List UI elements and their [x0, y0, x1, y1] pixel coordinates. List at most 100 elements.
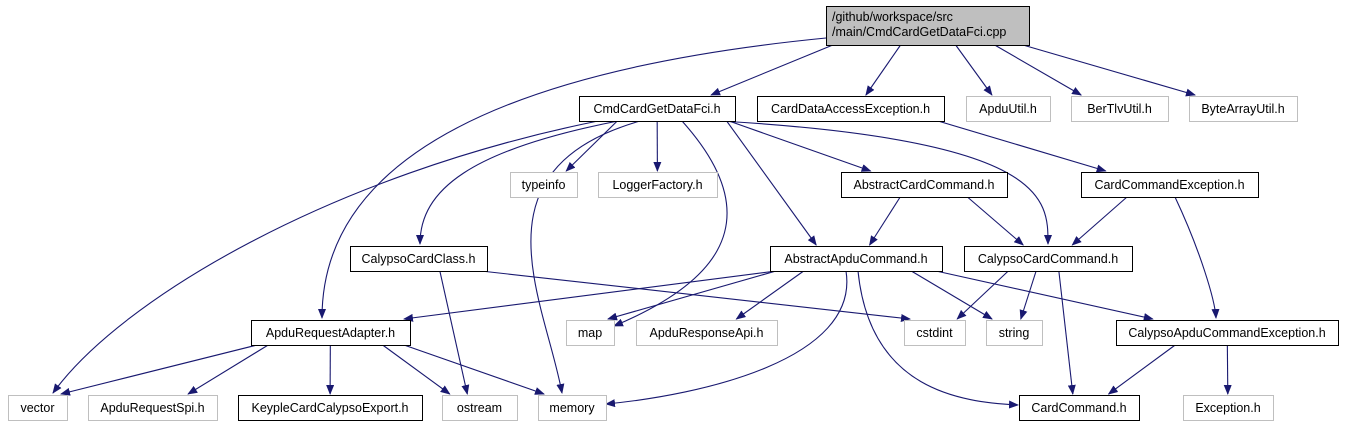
node-label: memory — [549, 401, 595, 415]
edge-root-to-cmdcardgetdatafci_h — [710, 44, 834, 96]
edge-apdurequestadapter_h-to-vector — [60, 344, 258, 396]
node-typeinfo: typeinfo — [510, 172, 578, 198]
edge-abstractcardcommand_h-to-abstractapducommand_h — [869, 196, 901, 246]
node-box — [88, 395, 218, 421]
edge-calypsocardcommand_h-to-cardcommand_h — [1058, 270, 1076, 395]
node-abstractcardcommand_h[interactable]: AbstractCardCommand.h — [841, 172, 1008, 198]
node-box — [1183, 395, 1274, 421]
node-loggerfactory_h: LoggerFactory.h — [598, 172, 718, 198]
edge-cmdcardgetdatafci_h-to-abstractapducommand_h — [726, 120, 817, 246]
node-apdurequestspi_h: ApduRequestSpi.h — [88, 395, 218, 421]
node-label: CalypsoCardClass.h — [362, 252, 476, 266]
edge-cmdcardgetdatafci_h-to-calypsocardclass_h — [416, 120, 619, 245]
node-calypsocardclass_h[interactable]: CalypsoCardClass.h — [350, 246, 488, 272]
edge-cmdcardgetdatafci_h-to-vector — [52, 120, 599, 394]
node-label: ByteArrayUtil.h — [1201, 102, 1284, 116]
node-box — [964, 246, 1133, 272]
node-cardcommandexception_h[interactable]: CardCommandException.h — [1081, 172, 1259, 198]
edge-cmdcardgetdatafci_h-to-map — [613, 120, 728, 327]
edge-abstractapducommand_h-to-apdurequestadapter_h — [403, 270, 777, 322]
edge-cardcommandexception_h-to-calypsocardcommand_h — [1071, 196, 1128, 246]
edge-abstractapducommand_h-to-calypsoapducommandexception_h — [935, 270, 1154, 321]
node-box — [1116, 320, 1339, 346]
edge-apdurequestadapter_h-to-apdurequestspi_h — [187, 344, 269, 395]
node-exception_h: Exception.h — [1183, 395, 1274, 421]
node-abstractapducommand_h[interactable]: AbstractApduCommand.h — [770, 246, 943, 272]
node-box — [841, 172, 1008, 198]
node-box — [966, 96, 1051, 122]
node-box — [904, 320, 966, 346]
node-label: map — [578, 326, 602, 340]
edge-carddataaccessexception_h-to-cardcommandexception_h — [937, 120, 1107, 173]
node-box — [538, 395, 607, 421]
edge-root-to-apduutil_h — [955, 44, 993, 96]
node-cmdcardgetdatafci_h[interactable]: CmdCardGetDataFci.h — [579, 96, 736, 122]
node-box — [770, 246, 943, 272]
node-box — [579, 96, 736, 122]
node-box — [1189, 96, 1298, 122]
edge-root-to-carddataaccessexception_h — [865, 44, 902, 96]
node-label: /github/workspace/src — [832, 10, 953, 24]
node-label: CalypsoApduCommandException.h — [1128, 326, 1325, 340]
edge-apdurequestadapter_h-to-ostream — [382, 344, 451, 395]
edge-calypsocardcommand_h-to-cstdint — [956, 270, 1009, 320]
node-vector: vector — [8, 395, 68, 421]
edge-cmdcardgetdatafci_h-to-abstractcardcommand_h — [728, 120, 872, 172]
node-label: /main/CmdCardGetDataFci.cpp — [832, 25, 1006, 39]
node-label: CalypsoCardCommand.h — [978, 252, 1118, 266]
edge-abstractcardcommand_h-to-calypsocardcommand_h — [967, 196, 1024, 246]
node-label: Exception.h — [1195, 401, 1260, 415]
node-cardcommand_h[interactable]: CardCommand.h — [1019, 395, 1140, 421]
edge-root-to-bertlvutil_h — [994, 44, 1082, 96]
node-box — [510, 172, 578, 198]
node-box — [826, 6, 1030, 46]
node-bytearrayutil_h: ByteArrayUtil.h — [1189, 96, 1298, 122]
edge-cmdcardgetdatafci_h-to-memory — [530, 120, 641, 394]
node-label: typeinfo — [522, 178, 566, 192]
node-keyplecardcalypsoexport_h[interactable]: KeypleCardCalypsoExport.h — [238, 395, 423, 421]
node-label: CardCommandException.h — [1094, 178, 1244, 192]
node-apdurequestadapter_h[interactable]: ApduRequestAdapter.h — [251, 320, 411, 346]
edge-calypsocardclass_h-to-ostream — [439, 270, 470, 395]
edge-abstractapducommand_h-to-apduresponseapi_h — [735, 270, 804, 320]
node-box — [1071, 96, 1169, 122]
node-box — [350, 246, 488, 272]
node-label: ApduRequestAdapter.h — [266, 326, 395, 340]
node-box — [757, 96, 945, 122]
node-box — [1019, 395, 1140, 421]
node-root[interactable]: /github/workspace/src/main/CmdCardGetDat… — [826, 6, 1030, 46]
node-calypsocardcommand_h[interactable]: CalypsoCardCommand.h — [964, 246, 1133, 272]
node-box — [251, 320, 411, 346]
node-label: ApduResponseApi.h — [650, 326, 764, 340]
node-label: ApduRequestSpi.h — [100, 401, 204, 415]
node-box — [8, 395, 68, 421]
node-calypsoapducommandexception_h[interactable]: CalypsoApduCommandException.h — [1116, 320, 1339, 346]
edge-abstractapducommand_h-to-cardcommand_h — [857, 270, 1019, 409]
node-box — [598, 172, 718, 198]
node-label: AbstractCardCommand.h — [853, 178, 994, 192]
edge-abstractapducommand_h-to-map — [607, 270, 777, 321]
node-label: KeypleCardCalypsoExport.h — [251, 401, 408, 415]
node-label: cstdint — [916, 326, 953, 340]
node-box — [238, 395, 423, 421]
node-label: string — [999, 326, 1030, 340]
node-label: LoggerFactory.h — [612, 178, 702, 192]
node-apduutil_h: ApduUtil.h — [966, 96, 1051, 122]
edge-calypsocardcommand_h-to-string — [1019, 270, 1037, 320]
edge-abstractapducommand_h-to-string — [911, 270, 993, 320]
node-carddataaccessexception_h[interactable]: CardDataAccessException.h — [757, 96, 945, 122]
edge-cmdcardgetdatafci_h-to-typeinfo — [565, 120, 618, 172]
edge-calypsoapducommandexception_h-to-cardcommand_h — [1107, 344, 1176, 395]
edges-layer — [52, 37, 1232, 409]
node-bertlvutil_h: BerTlvUtil.h — [1071, 96, 1169, 122]
node-label: CardCommand.h — [1031, 401, 1126, 415]
edge-abstractapducommand_h-to-memory — [605, 270, 848, 408]
node-box — [442, 395, 518, 421]
node-label: vector — [20, 401, 54, 415]
node-box — [1081, 172, 1259, 198]
node-apduresponseapi_h: ApduResponseApi.h — [636, 320, 778, 346]
node-label: CmdCardGetDataFci.h — [593, 102, 720, 116]
node-label: AbstractApduCommand.h — [784, 252, 927, 266]
node-ostream: ostream — [442, 395, 518, 421]
